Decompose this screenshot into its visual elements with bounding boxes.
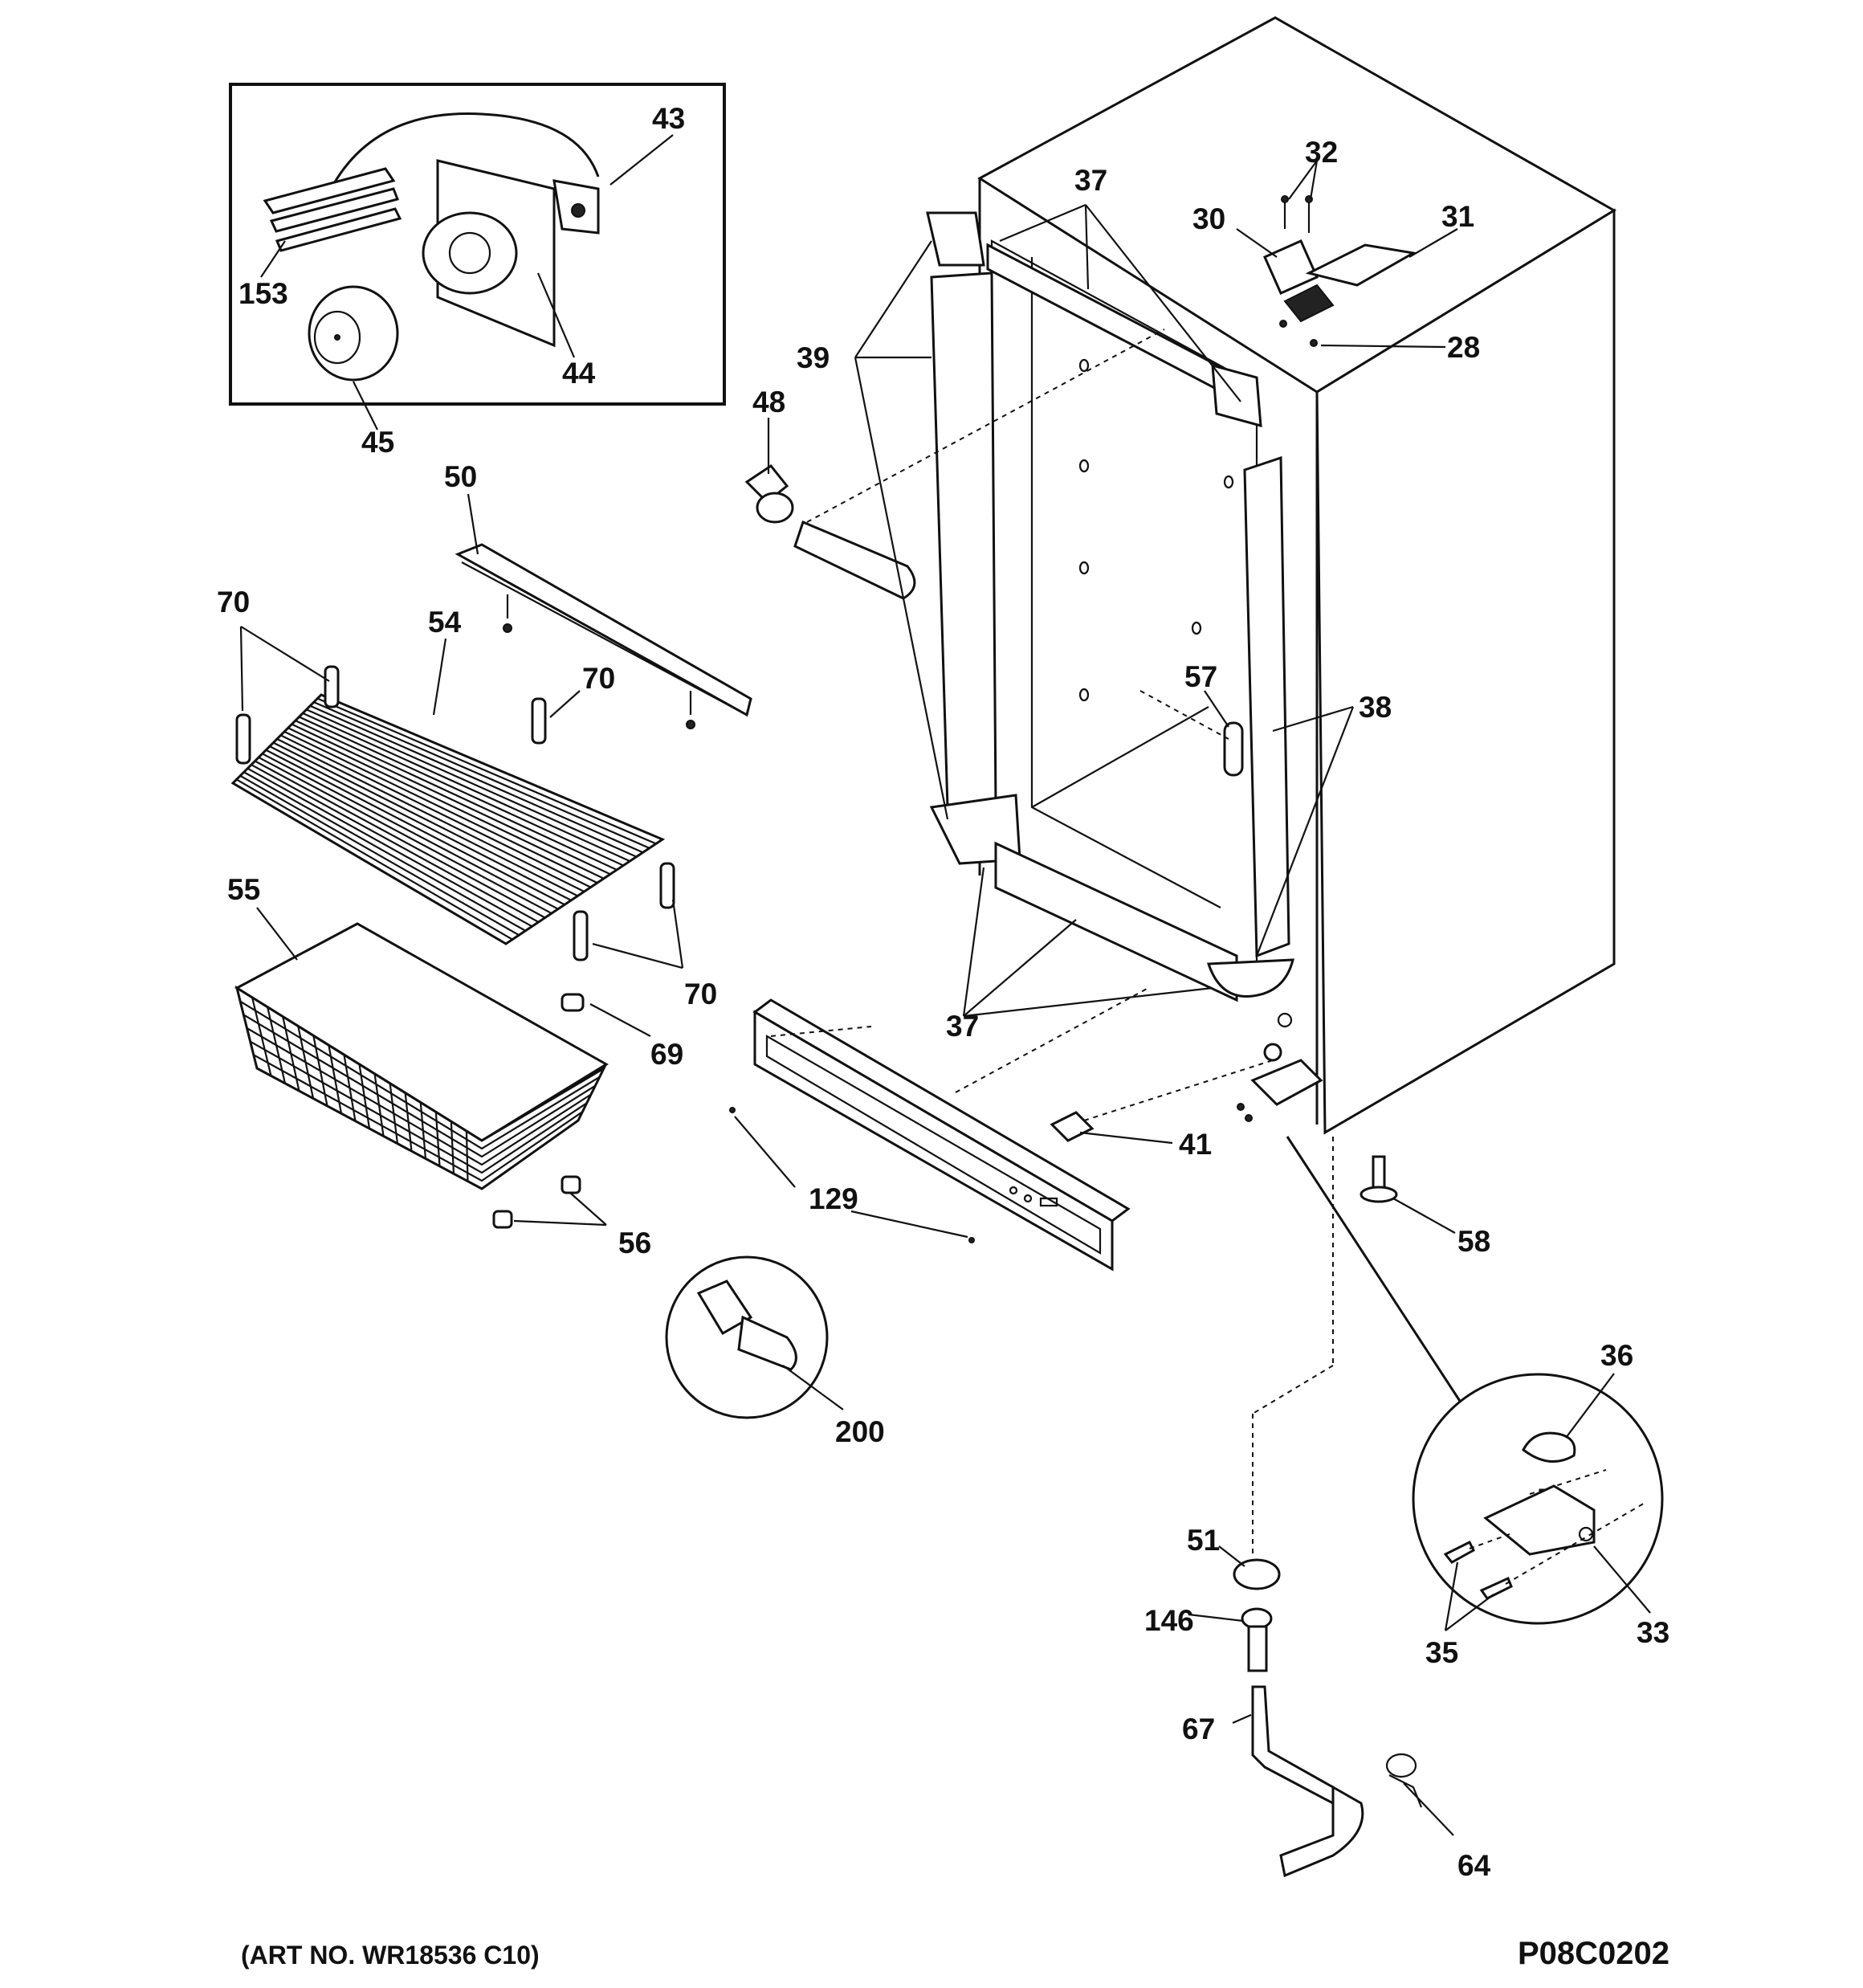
drain-fitting-detail [665, 1255, 829, 1419]
callout-50: 50 [444, 460, 477, 493]
callout-67: 67 [1182, 1712, 1215, 1745]
callout-129: 129 [809, 1182, 858, 1215]
callout-153: 153 [238, 277, 288, 310]
door-gasket-frame [926, 211, 1294, 1002]
callout-70: 70 [684, 978, 717, 1010]
shelf-clips [235, 665, 675, 961]
callout-labels: 43 153 44 45 50 70 54 70 55 70 69 56 129… [217, 102, 1669, 1882]
wire-shelf [230, 693, 666, 945]
callout-38: 38 [1359, 691, 1392, 724]
door-switch [1050, 1059, 1274, 1142]
drain-assembly [1233, 1137, 1423, 1878]
callout-58: 58 [1457, 1225, 1490, 1258]
callout-36: 36 [1600, 1339, 1633, 1372]
inset-evaporator-fan [229, 83, 726, 406]
callout-33: 33 [1637, 1616, 1669, 1649]
wire-basket [234, 922, 609, 1190]
door-stop-pin [1139, 690, 1244, 777]
callout-69: 69 [650, 1038, 683, 1071]
callout-48: 48 [752, 386, 785, 418]
callout-32: 32 [1305, 136, 1338, 169]
callout-41: 41 [1179, 1128, 1212, 1161]
bottom-hinge-mount [1237, 1012, 1323, 1122]
callout-200: 200 [835, 1415, 885, 1448]
light-socket-and-bulb [744, 329, 1165, 600]
bottom-hinge-detail [1286, 1136, 1664, 1625]
callout-43: 43 [652, 102, 685, 135]
kickplate-grille [729, 987, 1149, 1272]
callout-70: 70 [217, 586, 250, 618]
callout-44: 44 [562, 357, 596, 390]
callout-146: 146 [1144, 1604, 1194, 1637]
leveling-leg [1360, 1155, 1398, 1203]
callout-39: 39 [797, 341, 830, 374]
callout-51: 51 [1187, 1524, 1220, 1557]
callout-37-top: 37 [1074, 164, 1107, 197]
shelf-support-bracket [455, 543, 752, 729]
callout-35: 35 [1425, 1636, 1458, 1669]
callout-64: 64 [1457, 1849, 1491, 1882]
callout-31: 31 [1441, 200, 1474, 233]
callout-54: 54 [428, 606, 462, 639]
callout-55: 55 [227, 873, 260, 906]
art-number: (ART NO. WR18536 C10) [241, 1941, 540, 1970]
callout-37-bottom: 37 [946, 1010, 979, 1043]
leader-lines [239, 134, 1651, 1836]
callout-30: 30 [1192, 202, 1225, 235]
callout-57: 57 [1184, 660, 1217, 693]
top-hinge-assembly [1263, 195, 1417, 347]
callout-45: 45 [361, 426, 394, 459]
drawing-id: P08C0202 [1518, 1936, 1669, 1971]
callout-28: 28 [1447, 331, 1480, 364]
callout-56: 56 [618, 1227, 651, 1259]
callout-70: 70 [582, 662, 615, 695]
